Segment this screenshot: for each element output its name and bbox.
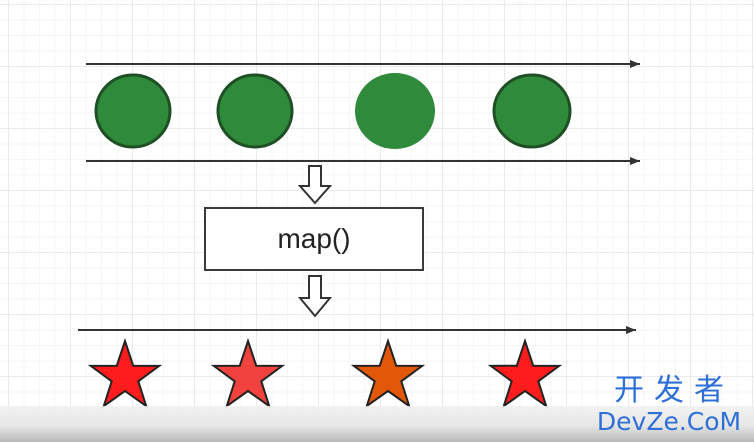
output-item-star-4: [487, 337, 563, 409]
input-item-circle-2: [216, 73, 294, 149]
output-item-star-3: [350, 337, 426, 409]
output-item-star-1: [87, 337, 163, 409]
bottom-fade-bar: [0, 406, 754, 442]
input-item-circle-3: [355, 73, 435, 149]
down-arrow-from-operator: [297, 275, 333, 318]
input-item-circle-4: [492, 73, 572, 149]
input-item-circle-1: [94, 73, 172, 149]
map-operator-label: map(): [277, 223, 351, 254]
watermark: 开发者 DevZe.CoM: [594, 374, 744, 436]
watermark-site-text: DevZe.CoM: [596, 407, 742, 436]
down-arrow-to-operator: [297, 165, 333, 205]
watermark-chinese-text: 开发者: [614, 373, 734, 408]
map-operator-box: map(): [204, 207, 424, 271]
output-item-star-2: [210, 337, 286, 409]
